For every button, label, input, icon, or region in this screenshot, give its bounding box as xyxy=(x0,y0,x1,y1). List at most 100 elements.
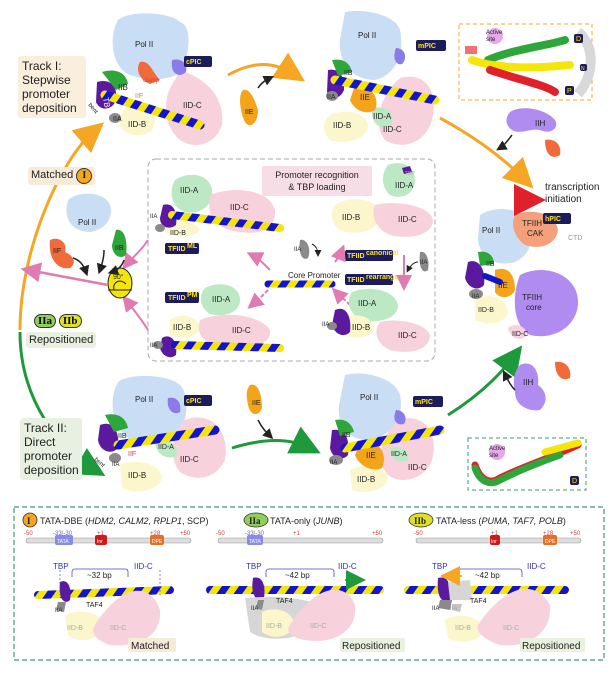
panel-iib-taf4: TAF4 xyxy=(470,598,487,605)
iia-right-label: IIA xyxy=(420,260,427,266)
panel-iia-tbp: TBP xyxy=(246,562,262,571)
svg-text:cPIC: cPIC xyxy=(186,59,202,66)
svg-text:N: N xyxy=(581,66,585,72)
svg-text:D: D xyxy=(576,36,581,43)
tfiid-canonical-tbp-label: TBP xyxy=(405,171,415,177)
d-inset-d-marker: D xyxy=(570,476,579,485)
iia-right-arrow xyxy=(406,261,419,273)
track2-label: Track II: Direct promoter deposition xyxy=(20,418,82,480)
tfiid-pm-badge: TFIID PM xyxy=(165,292,199,303)
panel-iib-iidc: IID-C xyxy=(503,625,519,632)
tfiid-pm-iida-label: IID-A xyxy=(212,295,231,304)
iie2-join-arrow xyxy=(257,419,274,440)
panel-iia xyxy=(206,512,384,641)
panel-iia-iia: IIA xyxy=(251,606,258,612)
panel-i-tick-2: +1 xyxy=(97,531,105,537)
panel-iib-title: TATA-less (PUMA, TAF7, POLB) xyxy=(436,516,566,526)
svg-text:TFIID: TFIID xyxy=(347,277,365,284)
mpic-m-iidb-label: IID-B xyxy=(333,121,351,130)
tfiid-canonical-iidc-label: IID-C xyxy=(398,215,417,224)
iih-top-arrow xyxy=(496,134,513,151)
free-iie2-label: IIE xyxy=(252,400,261,407)
mpic-d-iib-label: IIB xyxy=(342,432,351,439)
mpic-d-iida-label: IID-A xyxy=(391,451,407,458)
hpic-pol2-label: Pol II xyxy=(482,226,500,235)
panel-i-inr: Inr xyxy=(97,539,103,545)
active-site-line: site xyxy=(486,37,496,43)
svg-text:mPIC: mPIC xyxy=(415,399,433,406)
cpic-m-iidc-label: IID-C xyxy=(183,101,202,110)
svg-text:hPIC: hPIC xyxy=(545,216,561,223)
cpic-m-clamp-label: clamp xyxy=(143,78,160,84)
cpic-m-tbp-label: TBP xyxy=(101,97,113,114)
d-inset-frame xyxy=(467,437,587,491)
panel-iib-inr: Inr xyxy=(491,539,497,545)
mpic-d-iie-label: IIE xyxy=(366,451,376,460)
repositioned-badge: Repositioned xyxy=(26,332,97,348)
pm-up-arrow xyxy=(122,295,149,331)
iie-release-arrow xyxy=(257,75,275,89)
cpic-d-pol2-label: Pol II xyxy=(135,395,153,404)
panel-iib-tick-0: -50 xyxy=(414,531,423,537)
panel-iia-iidb: IID-B xyxy=(266,623,282,630)
panel-iia-tick-1: -33/-30 xyxy=(245,531,265,537)
tfiid-pm-complex xyxy=(153,284,284,358)
iia-center-label: IIA xyxy=(294,247,301,253)
mpic-to-hpic-arrow xyxy=(439,116,534,189)
panel-iib-roman: IIb xyxy=(414,516,426,526)
free-iie2-shape xyxy=(246,384,262,415)
transcription-label: transcription xyxy=(545,182,599,193)
mpic-d-iia-label: IIA xyxy=(330,460,337,466)
pol2-join-arrow xyxy=(96,249,107,275)
cpic-to-mpic-arrow xyxy=(227,52,306,82)
cpic-d-iida-label: IID-A xyxy=(158,444,174,451)
hpic-iie-label: IIE xyxy=(498,281,508,290)
tfiid-ml-iidb-label: IID-B xyxy=(170,230,186,237)
free-iif-label: IIF xyxy=(53,248,61,255)
panel-iib-result-bg xyxy=(520,638,585,652)
tfiid-ml-complex xyxy=(155,174,284,237)
panel-iib xyxy=(404,512,582,646)
tfiid-ml-iidc-label: IID-C xyxy=(230,203,249,212)
free-pol2-label: Pol II xyxy=(78,218,96,227)
tfiid-canonical-iidb-label: IID-B xyxy=(342,213,360,222)
tfiid-ml-iia-label: IIA xyxy=(150,214,157,220)
promoter-to-ml-arrow xyxy=(246,252,271,271)
hpic-tfiih-core-line1: TFIIH xyxy=(522,293,542,302)
panel-i-tick-3: +28 xyxy=(150,531,161,537)
panel-iib-tick-3: +50 xyxy=(570,531,581,537)
panel-i-iidc: IID-C xyxy=(110,625,126,632)
cpic-m-iidb-label: IID-B xyxy=(128,120,146,129)
mpicd-to-hpic-arrow xyxy=(447,345,523,417)
repositioned-romans: IIa IIb xyxy=(34,314,82,328)
free-iib-shape xyxy=(112,229,127,257)
panel-iia-taf4: TAF4 xyxy=(276,598,293,605)
mpic-m-iida-label: IID-A xyxy=(373,112,392,121)
mpic-m-iidc-label: IID-C xyxy=(383,125,402,134)
mpic-m-complex xyxy=(324,10,440,145)
cpic-m-iib-label: IIB xyxy=(118,83,128,92)
tfiid-canonical-badge: TFIID canonical xyxy=(345,250,398,261)
hpic-tfiih-core-line2: core xyxy=(526,303,542,312)
cpic-d-iidc-label: IID-C xyxy=(180,455,199,464)
iih-top-label: IIH xyxy=(535,119,545,128)
hpic-iib-label: IIB xyxy=(486,261,495,268)
mpic-d-iidb-label: IID-B xyxy=(357,475,375,484)
panel-iia-iidc-top: IID-C xyxy=(338,562,357,571)
cpic-m-pol2-label: Pol II xyxy=(135,40,153,49)
roman-iib-icon: IIb xyxy=(58,314,82,328)
cpic-m-iia-label: IIA xyxy=(113,116,122,123)
cpic-d-badge: cPIC xyxy=(184,395,212,406)
panel-i-tick-0: -50 xyxy=(24,531,33,537)
panel-i xyxy=(22,512,192,646)
cpic-d-iif-label: IIF xyxy=(128,451,136,458)
panel-iia-tick-0: -50 xyxy=(216,531,225,537)
tfiid-rearranged-iidb-label: IID-B xyxy=(352,323,370,332)
iia-grey-center xyxy=(299,239,310,259)
mpic-m-badge: mPIC xyxy=(416,40,446,51)
center-panel-frame xyxy=(147,158,436,362)
hpic-tfiih-cak-line1: TFIIH xyxy=(522,219,542,228)
transcription-arrow xyxy=(514,184,546,216)
